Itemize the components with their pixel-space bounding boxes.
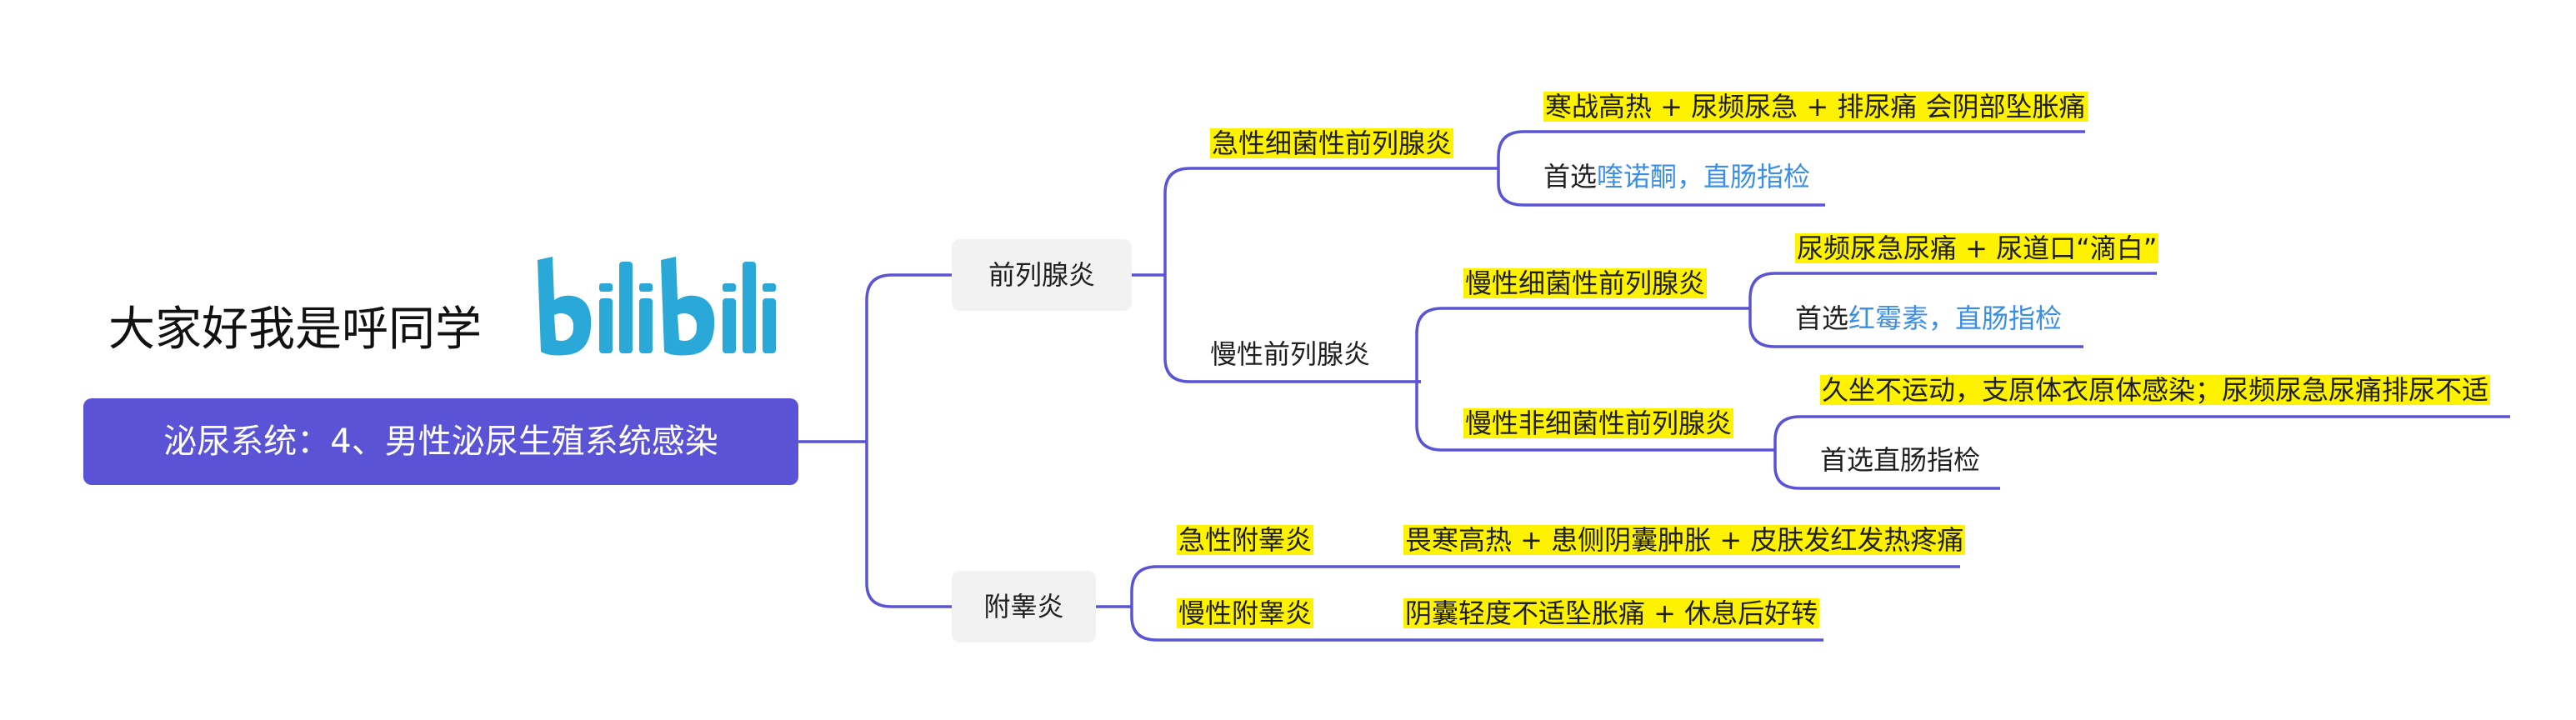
treatment-prefix: 首选 xyxy=(1543,161,1598,192)
chronic-nonbacterial-treatment[interactable]: 首选直肠指检 xyxy=(1820,444,1981,476)
bilibili-logo: bilibili xyxy=(538,257,776,356)
chronic-nonbacterial-symptoms[interactable]: 久坐不运动，支原体衣原体感染；尿频尿急尿痛排尿不适 xyxy=(1820,374,2491,406)
topic-chronic-prostatitis[interactable]: 慢性前列腺炎 xyxy=(1210,338,1371,370)
topic-prostatitis[interactable]: 前列腺炎 xyxy=(952,239,1132,311)
topic-epididymitis[interactable]: 附睾炎 xyxy=(952,571,1096,642)
acute-prostatitis-treatment[interactable]: 首选喹诺酮，直肠指检 xyxy=(1543,163,1810,190)
topic-chronic-nonbacterial-prostatitis[interactable]: 慢性非细菌性前列腺炎 xyxy=(1463,408,1734,439)
treatment-link: 喹诺酮，直肠指检 xyxy=(1597,161,1811,192)
greeting-text: 大家好我是呼同学 xyxy=(108,302,482,357)
chronic-bacterial-treatment[interactable]: 首选红霉素，直肠指检 xyxy=(1795,305,2062,332)
topic-acute-epididymitis[interactable]: 急性附睾炎 xyxy=(1177,524,1314,556)
treatment-link: 红霉素，直肠指检 xyxy=(1848,302,2063,334)
chronic-bacterial-symptoms[interactable]: 尿频尿急尿痛 + 尿道口“滴白” xyxy=(1795,232,2159,264)
treatment-prefix: 首选 xyxy=(1795,302,1849,334)
topic-chronic-epididymitis[interactable]: 慢性附睾炎 xyxy=(1177,598,1314,629)
topic-chronic-bacterial-prostatitis[interactable]: 慢性细菌性前列腺炎 xyxy=(1463,268,1708,299)
acute-prostatitis-symptoms[interactable]: 寒战高热 + 尿频尿急 + 排尿痛 会阴部坠胀痛 xyxy=(1543,91,2088,122)
acute-epididymitis-symptoms[interactable]: 畏寒高热 + 患侧阴囊肿胀 + 皮肤发红发热疼痛 xyxy=(1403,524,1966,556)
root-topic[interactable]: 泌尿系统：4、男性泌尿生殖系统感染 xyxy=(83,398,798,485)
topic-acute-bacterial-prostatitis[interactable]: 急性细菌性前列腺炎 xyxy=(1210,128,1454,159)
chronic-epididymitis-symptoms[interactable]: 阴囊轻度不适坠胀痛 + 休息后好转 xyxy=(1403,598,1820,629)
